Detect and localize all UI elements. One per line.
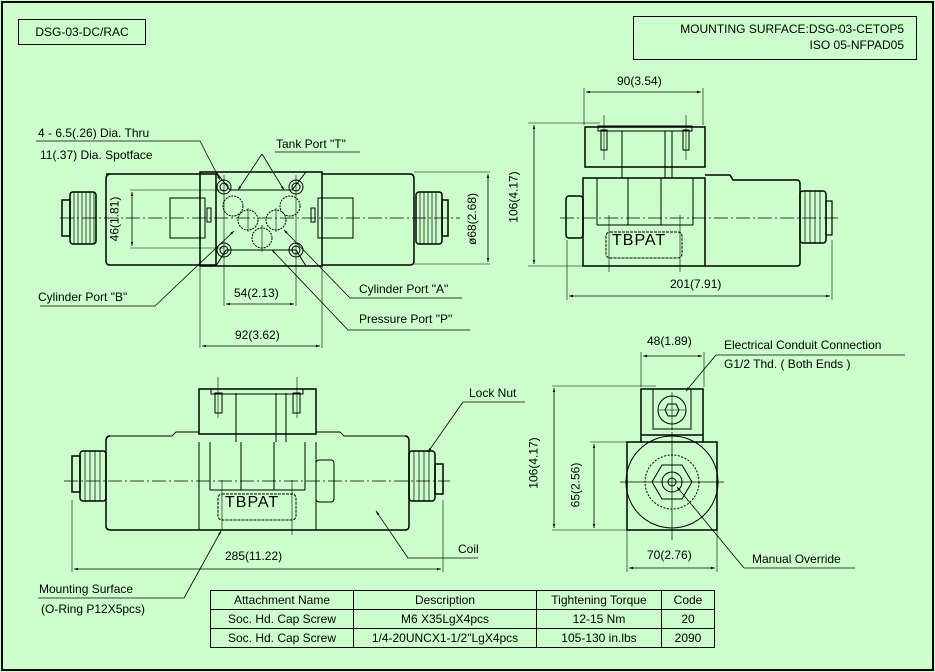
cylinder-port-b-label: Cylinder Port "B"	[38, 290, 128, 304]
side-dim-height: 106(4.17)	[506, 171, 521, 223]
mounting-surface-line1: MOUNTING SURFACE:DSG-03-CETOP5	[680, 22, 904, 36]
coil-right	[322, 173, 415, 266]
hole-note-line2: 11(.37) Dia. Spotface	[40, 148, 153, 162]
coil-label: Coil	[458, 542, 479, 556]
lock-nut-label: Lock Nut	[469, 386, 517, 400]
o-ring-label: (O-Ring P12X5pcs)	[41, 602, 146, 616]
tank-port-label: Tank Port "T"	[276, 137, 346, 151]
front-port-marking: TBPAT	[225, 494, 280, 511]
end-dim-width: 70(2.76)	[647, 548, 692, 562]
cell-description: 1/4-20UNCX1-1/2"LgX4pcs	[353, 628, 537, 648]
header-attachment-name: Attachment Name	[210, 590, 354, 610]
cell-attachment-name: Soc. Hd. Cap Screw	[210, 609, 354, 629]
dim-port-span: 54(2.13)	[234, 286, 279, 300]
header-torque: Tightening Torque	[536, 590, 662, 610]
conduit-label-line1: Electrical Conduit Connection	[724, 338, 882, 352]
dim-diameter-68: ø68(2.68)	[465, 192, 480, 246]
table-row: Soc. Hd. Cap Screw 1/4-20UNCX1-1/2"LgX4p…	[210, 628, 715, 648]
valve-body	[199, 171, 323, 267]
dim-body-width: 92(3.62)	[235, 328, 280, 342]
mounting-surface-line2: ISO 05-NFPAD05	[809, 38, 904, 52]
cell-attachment-name: Soc. Hd. Cap Screw	[210, 628, 354, 648]
cell-code: 2090	[661, 628, 715, 648]
end-dim-top-width: 48(1.89)	[647, 334, 692, 348]
conduit-label-line2: G1/2 Thd. ( Both Ends )	[724, 357, 851, 371]
top-view	[36, 140, 490, 348]
side-view	[528, 88, 840, 300]
cell-description: M6 X35LgX4pcs	[353, 609, 537, 629]
table-row: Soc. Hd. Cap Screw M6 X35LgX4pcs 12-15 N…	[210, 609, 715, 629]
cylinder-port-a-label: Cylinder Port "A"	[359, 282, 449, 296]
attachment-table: Attachment Name Description Tightening T…	[210, 590, 715, 648]
mounting-holes	[216, 179, 304, 258]
end-view	[552, 352, 905, 572]
mounting-surface-label: Mounting Surface	[39, 582, 134, 596]
end-dim-height: 106(4.17)	[526, 437, 541, 489]
front-view	[38, 377, 525, 599]
manual-override-label: Manual Override	[752, 552, 841, 566]
pressure-port-label: Pressure Port "P"	[359, 312, 453, 326]
side-port-marking: TBPAT	[612, 232, 667, 249]
end-dim-center-height: 65(2.56)	[568, 462, 583, 508]
hole-note-line1: 4 - 6.5(.26) Dia. Thru	[38, 126, 150, 140]
cell-code: 20	[661, 609, 715, 629]
ports	[222, 195, 301, 249]
side-dim-top-width: 90(3.54)	[617, 74, 662, 88]
side-dim-length: 201(7.91)	[670, 277, 722, 291]
model-number: DSG-03-DC/RAC	[35, 25, 129, 39]
cell-torque: 12-15 Nm	[536, 609, 662, 629]
front-dim-length: 285(11.22)	[225, 549, 283, 563]
model-number-box: DSG-03-DC/RAC	[18, 19, 146, 45]
table-header-row: Attachment Name Description Tightening T…	[210, 590, 715, 610]
cell-torque: 105-130 in.lbs	[536, 628, 662, 648]
coil-left	[105, 173, 217, 266]
mounting-surface-box: MOUNTING SURFACE:DSG-03-CETOP5 ISO 05-NF…	[633, 16, 917, 60]
dim-height-46: 46(1.81)	[107, 196, 122, 242]
header-code: Code	[661, 590, 715, 610]
header-description: Description	[353, 590, 537, 610]
